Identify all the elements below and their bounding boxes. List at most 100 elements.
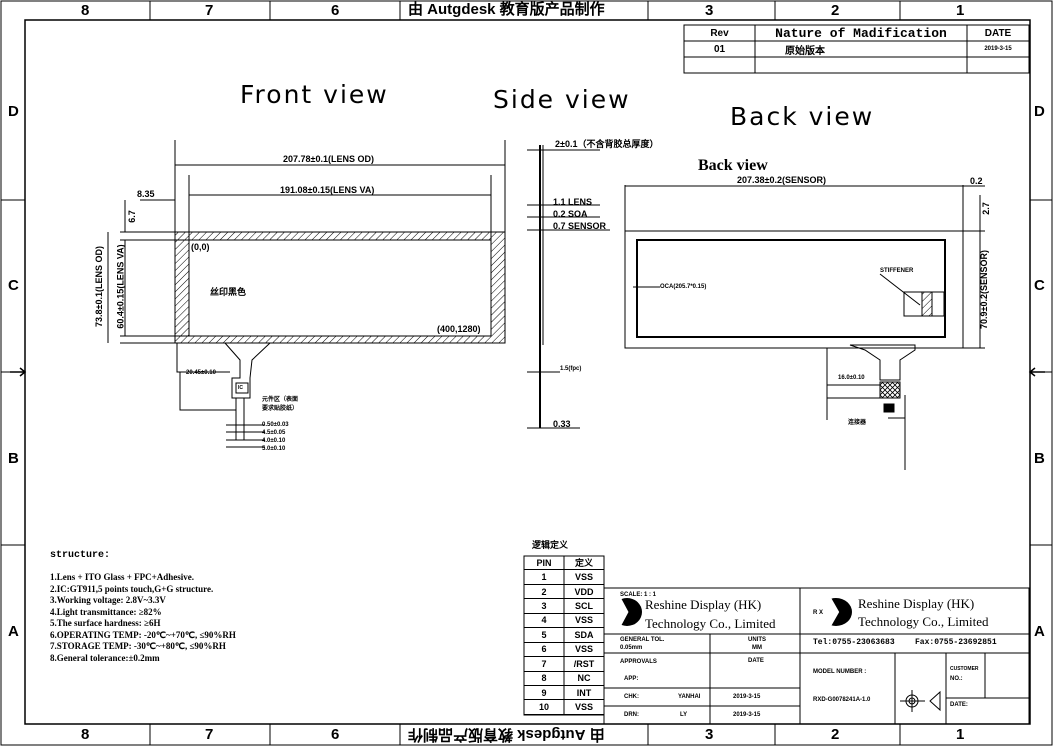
front-view-title: Front view [240,80,389,109]
pin-table-row: 4 VSS [524,614,604,629]
zone-row-a: A [8,623,19,640]
zone-col-1: 1 [956,2,965,19]
general-tol-value: 0.05mm [620,645,643,651]
pin-number: 3 [541,601,547,612]
structure-item: 6.OPERATING TEMP: -20℃~+70℃, ≤90%RH [50,629,236,640]
nature-header: Nature of Madification [775,25,947,41]
zone-row-b: B [8,450,19,467]
fpc-dim-4: 5.0±0.10 [262,446,286,452]
pin-table-row: 7/RST [524,657,604,672]
back-view-subtitle: Back view [698,157,768,174]
pin-number: 4 [541,615,547,626]
revision-table-lines [683,24,1030,74]
pin-number: 8 [541,673,547,684]
model-number: RXD-G0078241A-1.0 [813,697,871,703]
dim-fpc: 1.5(fpc) [560,366,582,372]
pin-definition: INT [576,687,592,698]
zone-col-7-bottom: 7 [205,726,214,743]
dim-right-gap: 0.2 [970,176,983,186]
back-view-drawing [624,185,985,470]
corner-label: (400,1280) [437,324,481,334]
structure-title: structure: [50,550,111,561]
date-label: DATE [748,658,764,664]
pin-number: 6 [541,644,547,655]
dim-lens-va-width: 191.08±0.15(LENS VA) [280,185,375,195]
pin-definition: NC [577,673,591,684]
pin-definition: VSS [574,702,593,713]
fpc-dim-2: 4.5±0.05 [262,430,286,436]
zone-col-6: 6 [331,2,340,19]
model-label: MODEL NUMBER : [813,669,867,675]
watermark: 由 Autgdesk 教育版产品制作 [408,1,605,18]
company-name-right-2: Technology Co., Limited [858,614,989,629]
front-view-drawing [107,140,506,448]
pin-number: PIN [536,557,552,568]
company-name-left-1: Reshine Display (HK) [645,597,762,612]
dim-lens-va-height: 60.4±0.15(LENS VA) [115,244,126,329]
zone-col-8: 8 [81,2,90,19]
structure-item: 7.STORAGE TEMP: -30℃~+80℃, ≤90%RH [50,641,226,651]
dim-offset-x: 8.35 [137,189,155,199]
tel: Tel:0755-23063683 [813,638,895,647]
pin-number: 2 [541,586,547,597]
units-value: MM [752,645,762,651]
zone-col-8-bottom: 8 [81,726,90,743]
chk-date: 2019-3-15 [733,694,761,700]
connector-note: 连接器 [848,420,867,426]
origin-label: (0,0) [191,242,210,252]
customer-no-label: NO.: [950,676,963,682]
pin-definition: VSS [574,644,593,655]
ic-label: IC [238,385,243,391]
zone-col-3-bottom: 3 [705,726,714,743]
general-tol-label: GENERAL TOL. [620,637,665,643]
pin-table-row: 6 VSS [524,643,604,658]
dim-fpc-width: 16.0±0.10 [838,375,865,381]
title-block-lines [603,587,1030,725]
company-logo-left [621,598,642,626]
drn-name: LY [680,712,688,718]
structure-item: 2.IC:GT911,5 points touch,G+G structure. [50,583,214,594]
pin-definition: SCL [575,601,593,612]
fpc-dim: 20.45±0.10 [186,370,216,376]
structure-item: 1.Lens + ITO Glass + FPC+Adhesive. [50,572,194,582]
structure-item: 3.Working voltage: 2.8V~3.3V [50,595,166,605]
customer-label: CUSTOMER [950,666,979,672]
pin-number: 1 [541,572,547,583]
units-label: UNITS [748,637,766,643]
zone-row-d: D [8,103,19,120]
pin-number: 5 [541,629,547,640]
company-name-right-1: Reshine Display (HK) [858,596,975,611]
pin-definition: SDA [574,629,594,640]
chk-name: YANHAI [678,694,701,700]
dim-oca: 0.2 SOA [553,209,588,219]
date2-label: DATE: [950,702,968,708]
dim-sensor-height: 70.9±0.2(SENSOR) [978,250,989,329]
dim-bottom: 0.33 [553,419,571,429]
rev-nature: 原始版本 [785,45,825,57]
zone-row-c: C [8,277,19,294]
app-label: APP: [624,676,639,682]
rev-header: Rev [710,27,729,39]
side-view-title: Side view [493,85,631,114]
pin-table-title: 逻辑定义 [532,540,569,550]
back-view-title: Back view [730,102,875,131]
company-name-left-2: Technology Co., Limited [645,616,776,631]
pin-definition: VSS [574,615,593,626]
fpc-dim-1: 0.50±0.03 [262,422,289,428]
pin-definition: 定义 [574,558,593,569]
dim-lens-od-height: 73.8±0.1(LENS OD) [93,246,104,327]
fpc-dim-3: 4.0±0.10 [262,438,286,444]
zone-col-2: 2 [831,2,840,19]
dim-sensor-width: 207.38±0.2(SENSOR) [737,175,826,185]
component-note-2: 要求贴胶纸） [262,406,299,412]
pin-number: 7 [541,658,547,669]
zone-col-1-bottom: 1 [956,726,965,743]
